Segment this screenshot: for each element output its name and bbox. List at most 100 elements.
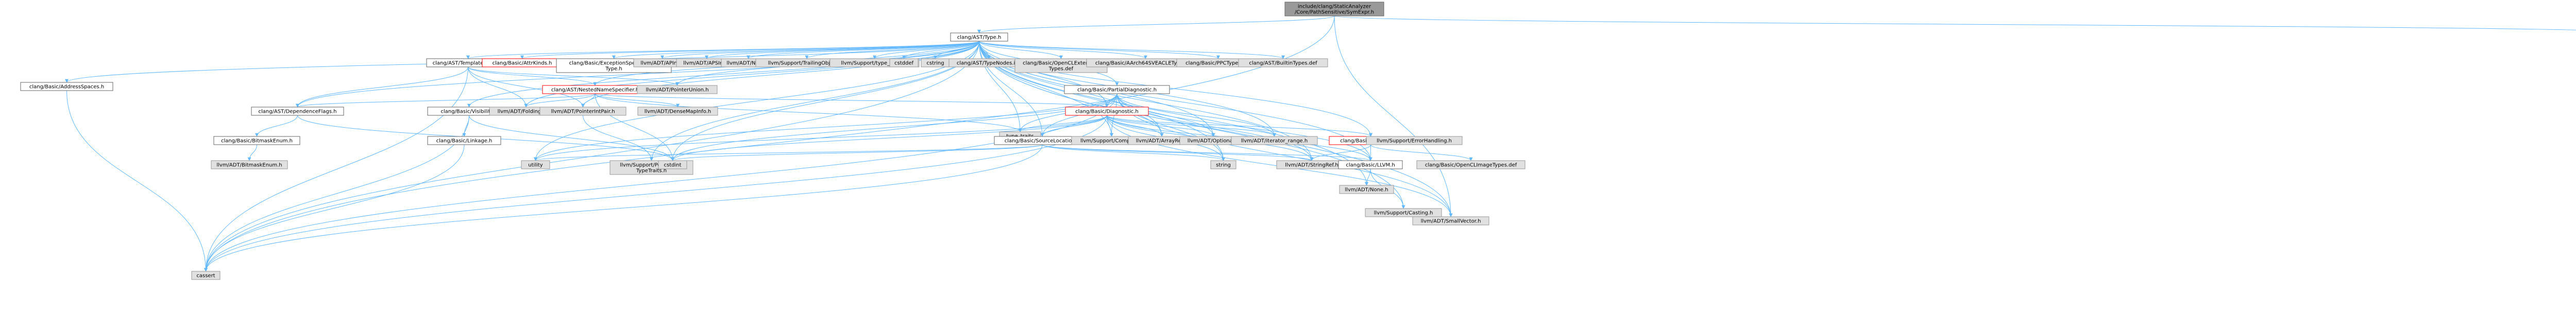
edge-n29-n41 — [1107, 115, 1276, 137]
node-n24[interactable]: clang/AST/DependenceFlags.h — [251, 107, 344, 116]
node-n23[interactable]: clang/Basic/PartialDiagnostic.h — [1064, 85, 1170, 94]
node-box — [1064, 85, 1170, 94]
node-label: llvm/ADT/APSInt.h — [683, 61, 730, 66]
node-label: llvm/ADT/ArrayRef.h — [1136, 138, 1188, 144]
node-label: llvm/Support/PointerLike — [620, 163, 683, 168]
node-n44: llvm/ADT/StringRef.h — [1276, 160, 1347, 169]
node-label: clang/Basic/AArch64SVEACLETypes.def — [1095, 61, 1196, 66]
edge-n1-n48 — [979, 41, 1368, 186]
node-box — [251, 107, 344, 116]
edge-n6-n22 — [468, 66, 679, 86]
node-label: clang/Basic/PartialDiagnostic.h — [1077, 88, 1157, 93]
node-label: llvm/ADT/PointerIntPair.h — [551, 109, 615, 115]
node-label: llvm/ADT/APInt.h — [640, 61, 684, 66]
node-label: clang/Basic/Linkage.h — [436, 138, 493, 144]
node-n22: llvm/ADT/PointerUnion.h — [637, 85, 718, 94]
edge-n0-n3 — [1334, 15, 1453, 217]
edge-n37-n4 — [204, 144, 1043, 272]
node-label: include/clang/StaticAnalyzer — [1298, 4, 1371, 10]
node-label: TypeTraits.h — [636, 168, 667, 174]
node-label: clang/AST/Type.h — [957, 35, 1002, 41]
edge-n29-n33 — [534, 115, 1107, 161]
node-label: llvm/Support/Casting.h — [1374, 211, 1433, 216]
edge-n21-n24 — [296, 93, 596, 108]
edge-n1-n4 — [204, 41, 979, 272]
edge-n21-n36 — [595, 93, 1022, 132]
node-label: llvm/ADT/iterator_range.h — [1241, 138, 1308, 144]
node-n5[interactable]: clang/Basic/AddressSpaces.h — [20, 82, 113, 91]
edge-n27-n34 — [583, 115, 653, 161]
node-box — [539, 107, 626, 116]
node-label: clang/Basic/PPCTypes.def — [1185, 61, 1251, 66]
node-box — [1416, 160, 1526, 169]
node-box — [20, 82, 113, 91]
edge-n6-n21 — [468, 66, 597, 86]
node-label: llvm/ADT/SmallVector.h — [1421, 219, 1481, 224]
node-n1[interactable]: clang/AST/Type.h — [950, 32, 1008, 42]
edge-n29-n40 — [1107, 115, 1215, 137]
node-label: cstdint — [664, 163, 681, 168]
node-label: clang/AST/DependenceFlags.h — [258, 109, 336, 115]
edge-n1-n26 — [524, 41, 979, 108]
node-n31[interactable]: clang/Basic/Linkage.h — [427, 136, 501, 145]
node-box — [658, 160, 687, 169]
edge-n31-n4 — [204, 144, 465, 272]
edge-n43-n47 — [1370, 144, 1473, 161]
edge-n23-n44 — [1116, 93, 1314, 161]
node-label: Type.h — [605, 66, 622, 72]
edge-n0-n2 — [1334, 15, 2576, 30]
node-box — [1284, 2, 1384, 16]
node-label: llvm/ADT/PointerUnion.h — [646, 88, 708, 93]
node-n0[interactable]: include/clang/StaticAnalyzer/Core/PathSe… — [1284, 2, 1384, 16]
edge-n21-n26 — [524, 93, 596, 108]
node-label: cassert — [196, 273, 215, 279]
node-box — [427, 136, 501, 145]
edge-n23-n42 — [1116, 93, 1225, 161]
node-n18: clang/Basic/AArch64SVEACLETypes.def — [1086, 58, 1205, 67]
edge-n37-n44 — [1042, 144, 1314, 161]
edge-n1-n17 — [979, 41, 1063, 59]
node-box — [1339, 185, 1394, 194]
node-n14: cstddef — [889, 58, 919, 67]
edge-n23-n45 — [1116, 93, 1372, 161]
node-n29[interactable]: clang/Basic/Diagnostic.h — [1065, 107, 1149, 116]
edge-n1-n19 — [979, 41, 1220, 59]
edge-n1-n9 — [660, 41, 979, 59]
node-label: clang/Basic/AddressSpaces.h — [29, 84, 104, 90]
edge-n5-n4 — [66, 90, 208, 272]
edge-n29-n4 — [204, 115, 1107, 272]
edge-n1-n29 — [979, 41, 1109, 108]
edge-n1-n7 — [520, 41, 979, 59]
node-box — [1412, 216, 1489, 225]
node-label: clang/Basic/Diagnostic.h — [1075, 109, 1139, 115]
node-label: clang/AST/TemplateName.h — [433, 61, 504, 66]
node-box — [1238, 58, 1328, 67]
node-box — [1366, 136, 1463, 145]
edge-n37-n35 — [671, 144, 1043, 161]
node-n45[interactable]: clang/Basic/LLVM.h — [1338, 160, 1403, 169]
node-label: clang/Basic/SourceLocation.h — [1005, 138, 1080, 144]
node-label: llvm/Support/type_traits.h — [841, 61, 908, 66]
node-label: clang/AST/NestedNameSpecifier.h — [551, 88, 639, 93]
edge-n1-n20 — [979, 41, 1285, 59]
node-n49: llvm/Support/Casting.h — [1365, 208, 1442, 217]
edge-n1-n6 — [466, 41, 979, 59]
node-n7[interactable]: clang/Basic/AttrKinds.h — [482, 58, 563, 67]
node-box — [191, 271, 221, 280]
edge-n21-n35 — [595, 93, 674, 161]
node-n27: llvm/ADT/PointerIntPair.h — [539, 107, 626, 116]
node-n42: string — [1210, 160, 1236, 169]
node-n3: llvm/ADT/SmallVector.h — [1412, 216, 1489, 225]
node-n30[interactable]: clang/Basic/BitmaskEnum.h — [213, 136, 300, 145]
node-n46: llvm/Support/ErrorHandling.h — [1366, 136, 1463, 145]
node-n21[interactable]: clang/AST/NestedNameSpecifier.h — [542, 85, 648, 94]
edge-n29-n35 — [671, 115, 1107, 161]
edge-n21-n27 — [581, 93, 596, 108]
node-label: utility — [528, 163, 543, 168]
edge-n1-n18 — [979, 41, 1147, 59]
node-label: llvm/Support/ErrorHandling.h — [1377, 138, 1452, 144]
node-label: llvm/Support/Compiler.h — [1080, 138, 1143, 144]
edge-n1-n12 — [805, 41, 979, 59]
node-box — [1365, 208, 1442, 217]
node-n33: utility — [521, 160, 550, 169]
